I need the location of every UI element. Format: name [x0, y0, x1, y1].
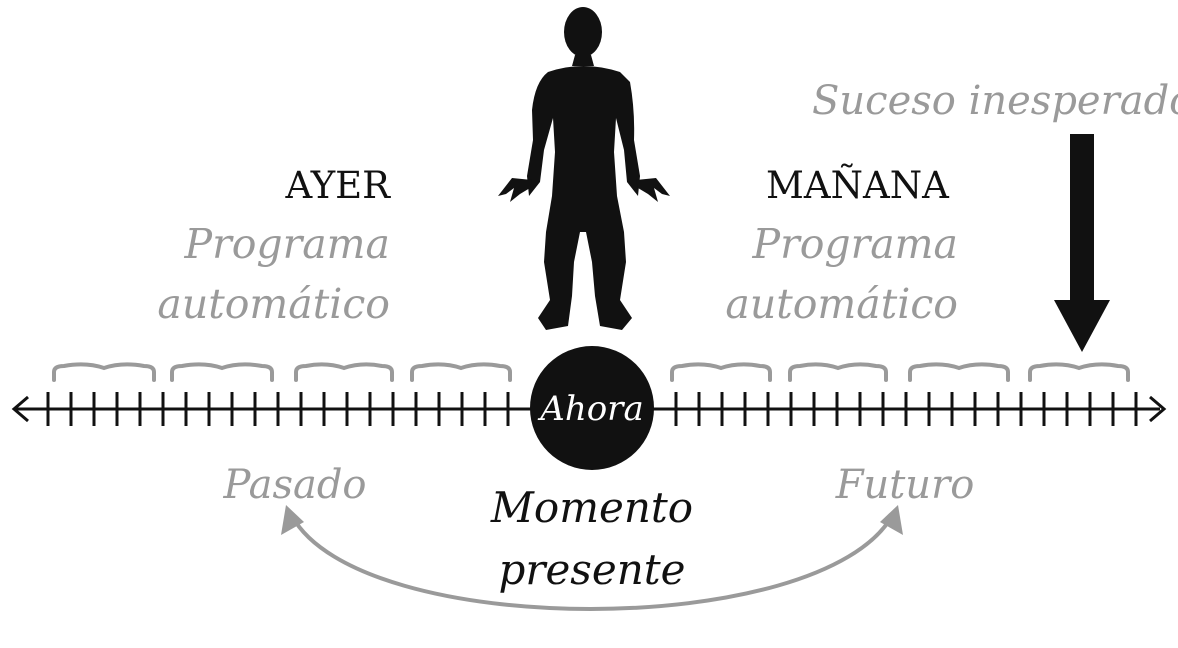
suceso-inesperado-label: Suceso inesperado — [812, 78, 1178, 124]
ahora-label: Ahora — [537, 389, 643, 429]
brace — [908, 362, 1010, 382]
brace — [170, 362, 274, 382]
programa-label-left: Programa — [184, 220, 390, 268]
futuro-label: Futuro — [835, 462, 975, 508]
automatico-label-right: automático — [725, 280, 958, 328]
brace-group — [52, 362, 1130, 382]
pasado-label: Pasado — [222, 462, 366, 508]
brace — [410, 362, 512, 382]
manana-label: MAÑANA — [766, 163, 950, 207]
timeline-left-arrowhead — [11, 395, 29, 423]
momento-label: Momento — [490, 483, 693, 532]
curved-double-arrow-icon — [281, 505, 903, 611]
brace — [670, 362, 772, 382]
tick-group — [46, 392, 1138, 426]
down-arrow-icon — [1054, 134, 1110, 352]
ahora-circle — [530, 346, 654, 470]
brace — [1028, 362, 1130, 382]
ayer-label: AYER — [284, 164, 391, 207]
brace — [294, 362, 394, 382]
brace — [788, 362, 888, 382]
programa-label-right: Programa — [752, 220, 958, 268]
timeline-right-arrowhead — [1149, 395, 1167, 423]
automatico-label-left: automático — [157, 280, 390, 328]
presente-label: presente — [498, 545, 685, 594]
human-silhouette-icon — [498, 7, 670, 330]
brace — [52, 362, 156, 382]
